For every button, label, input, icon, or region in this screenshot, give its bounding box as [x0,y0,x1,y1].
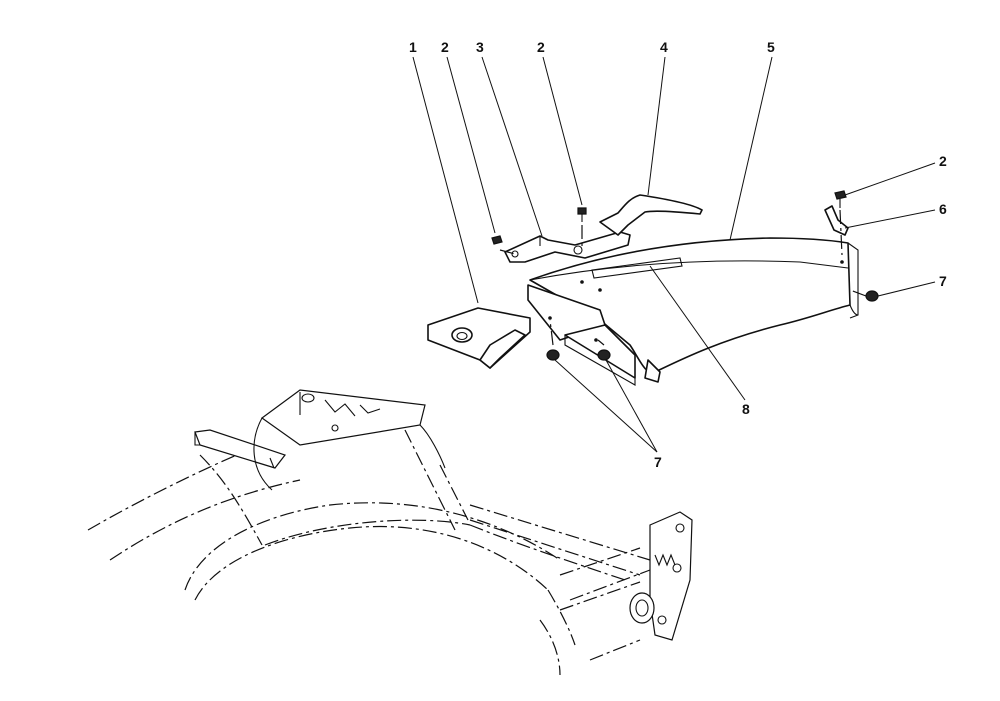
callout-8: 8 [742,401,750,417]
callout-4: 4 [660,39,668,55]
callout-5: 5 [767,39,775,55]
screw-right [834,190,847,208]
nut-lower-right [597,349,611,361]
clip [824,205,849,236]
mower-handle-bracket [194,389,446,491]
leader-lines [412,56,936,453]
callout-3: 3 [476,39,484,55]
screw-left [491,235,503,245]
callout-1: 1 [409,39,417,55]
callout-2-center: 2 [537,39,545,55]
callout-2-right: 2 [939,153,947,169]
callout-7-bottom: 7 [654,454,662,470]
mower-body-outline [87,429,651,676]
callout-2-left: 2 [441,39,449,55]
callout-6: 6 [939,201,947,217]
callouts: 1 2 3 2 4 5 2 6 7 8 7 [409,39,947,470]
nut-right [865,290,879,302]
callout-7-right: 7 [939,273,947,289]
hardware [491,190,879,361]
deflector-handle [599,194,703,236]
screw-center [577,207,587,222]
mower-side-plate [629,511,693,641]
mounting-bracket [427,284,636,386]
nut-lower-left [546,349,560,361]
